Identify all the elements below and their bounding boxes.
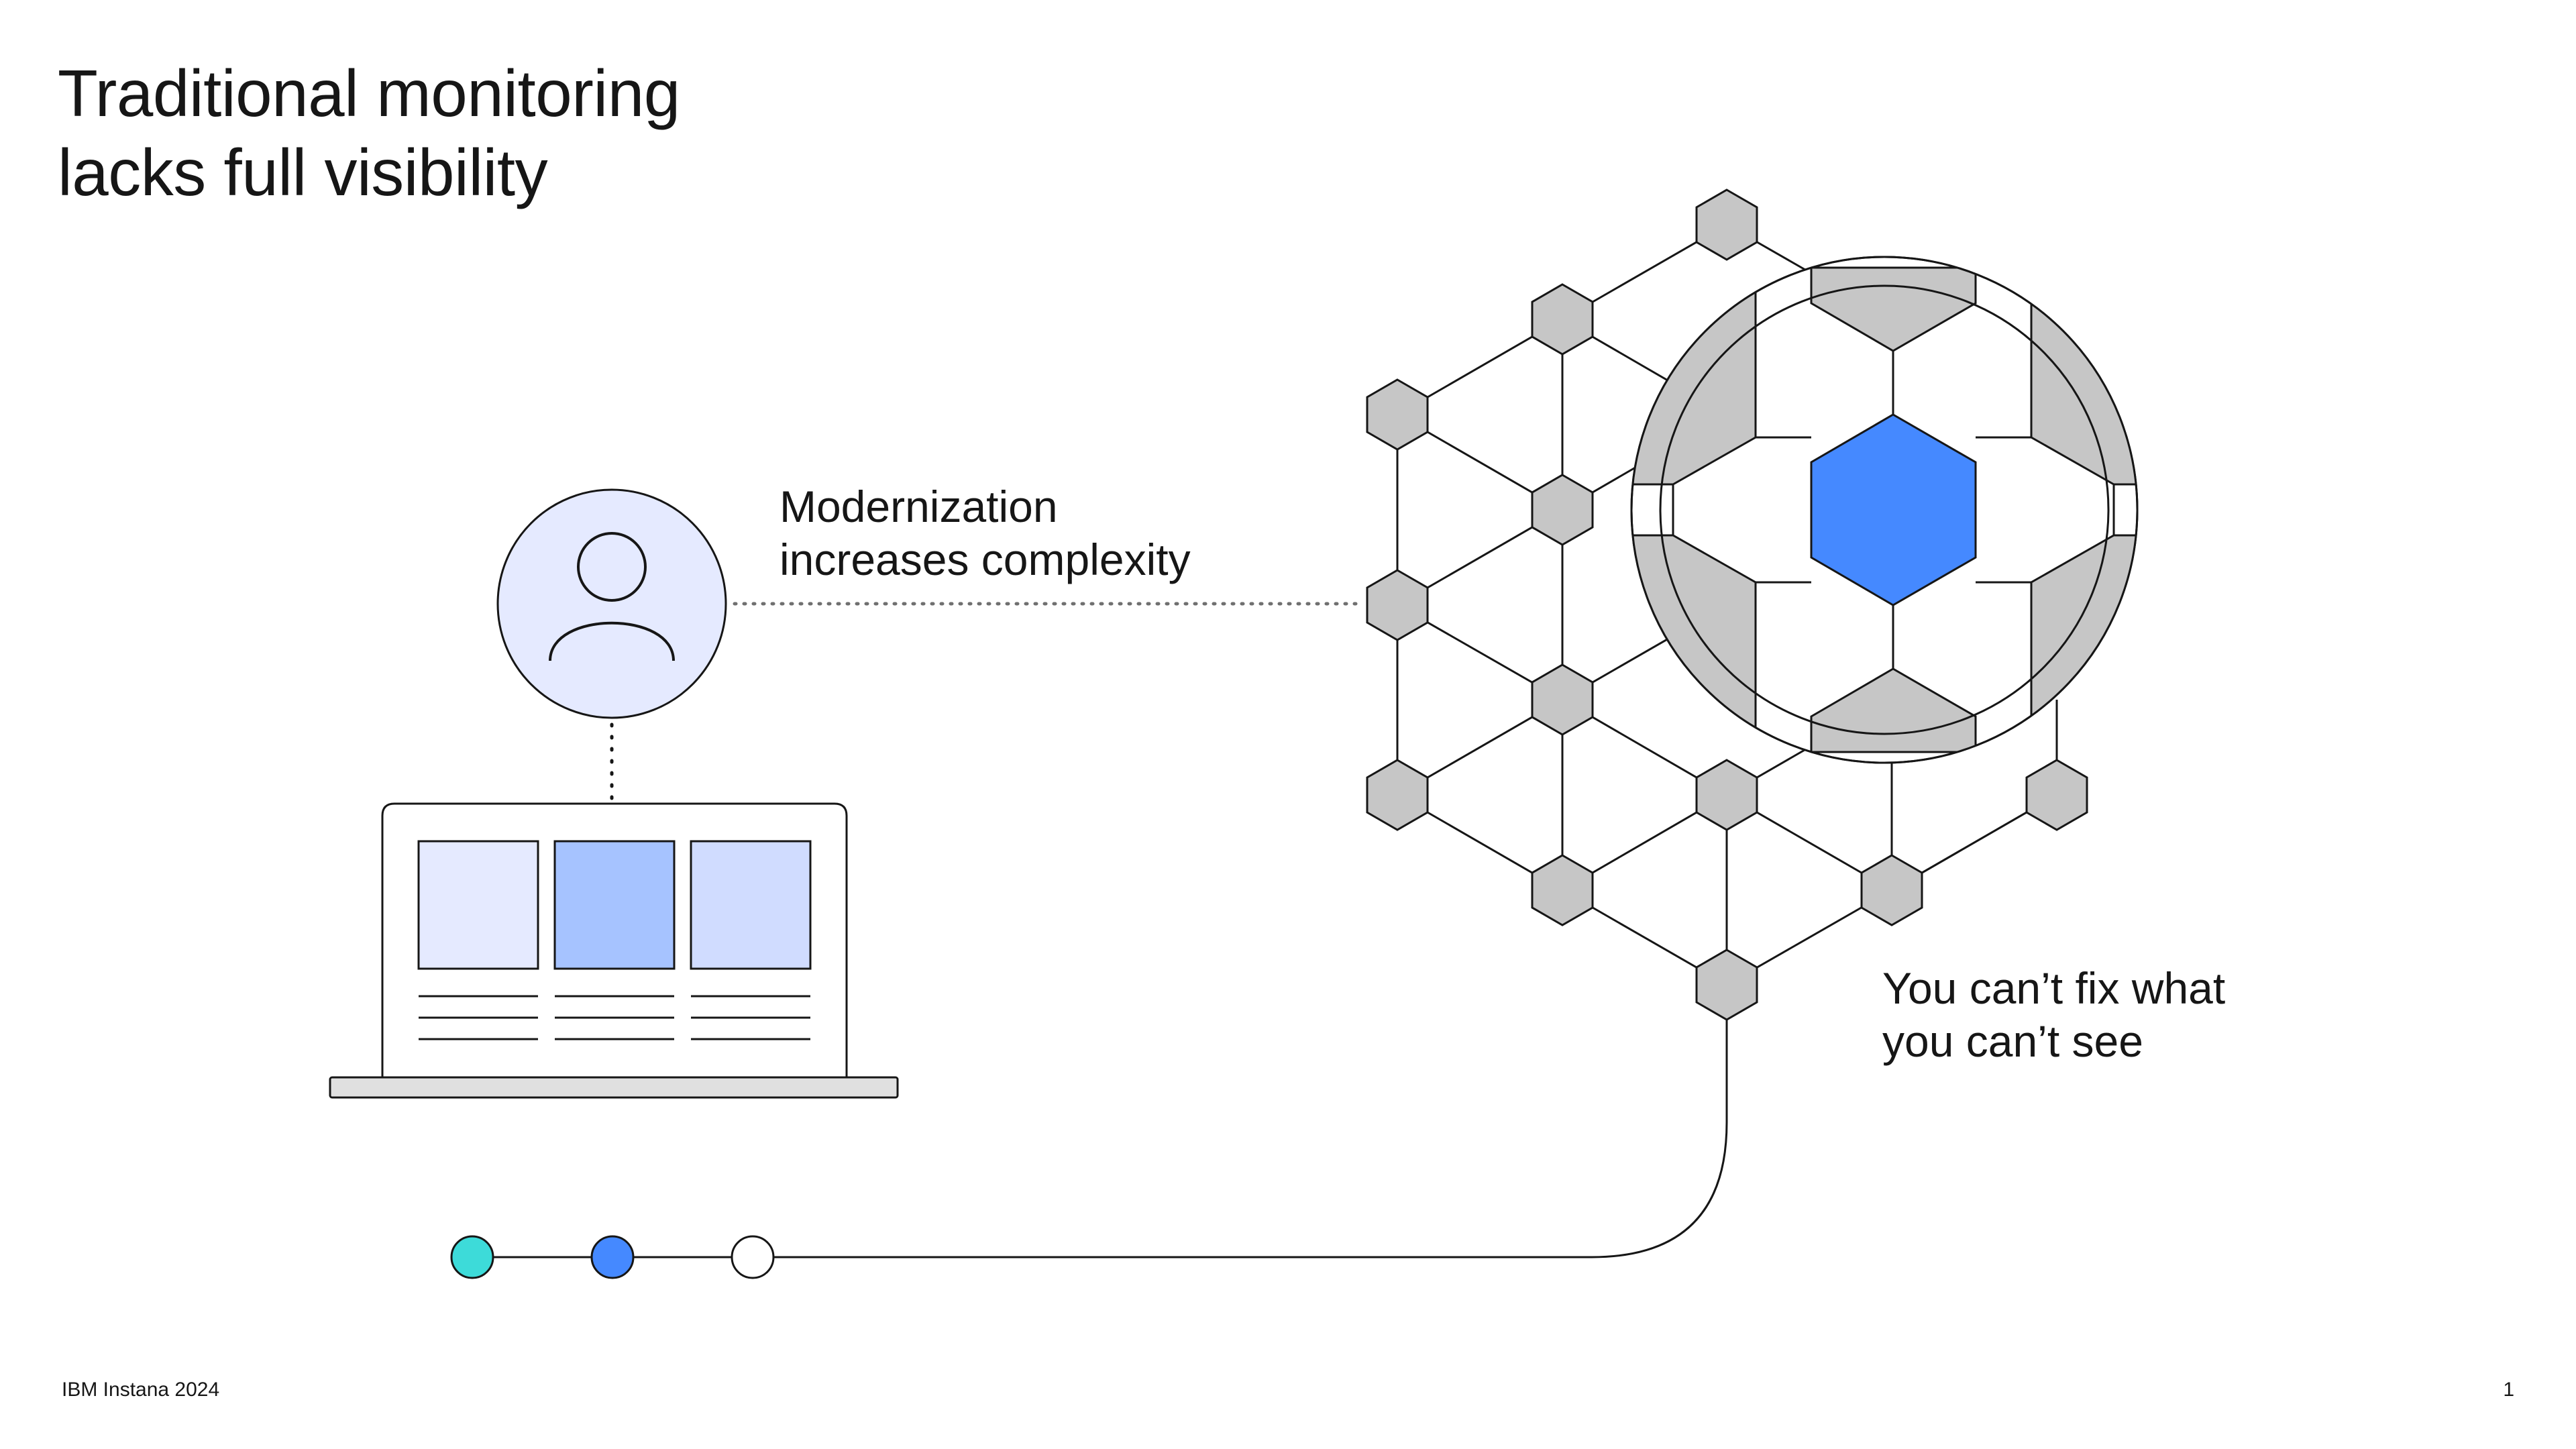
callout-modernization: Modernization increases complexity (780, 480, 1191, 586)
network-node (1366, 378, 1429, 451)
user-icon (496, 488, 727, 719)
title-line-2: lacks full visibility (58, 136, 548, 209)
laptop-icon (329, 802, 899, 1099)
lens-cell-center (1810, 413, 1977, 606)
network-node (1695, 189, 1758, 261)
timeline (450, 1016, 1728, 1279)
title-line-1: Traditional monitoring (58, 56, 680, 130)
network-node (1695, 949, 1758, 1021)
network-node (1531, 854, 1594, 926)
callout-visibility-line-1: You can’t fix what (1882, 963, 2226, 1013)
page-title: Traditional monitoring lacks full visibi… (58, 54, 680, 212)
network-node (1366, 759, 1429, 831)
dashboard-panel-1 (417, 840, 539, 970)
network-node (1531, 474, 1594, 546)
network-node (1366, 569, 1429, 641)
network-node (1531, 663, 1594, 736)
network-node (1860, 854, 1923, 926)
timeline-dot-teal (450, 1235, 494, 1279)
footer-label: IBM Instana 2024 (62, 1379, 220, 1401)
magnifier-lens (1630, 256, 2139, 764)
callout-modernization-line-2: increases complexity (780, 535, 1191, 584)
callout-modernization-line-1: Modernization (780, 482, 1058, 531)
network-node (2025, 759, 2088, 831)
network-node (1695, 759, 1758, 831)
dashboard-panel-2 (553, 840, 676, 970)
page-number: 1 (2503, 1379, 2514, 1401)
network-node (1531, 283, 1594, 356)
timeline-dot-white (731, 1235, 775, 1279)
dashboard-panel-3 (690, 840, 812, 970)
network-graph (1366, 189, 2088, 1021)
callout-visibility-line-2: you can’t see (1882, 1016, 2143, 1066)
timeline-dot-blue (590, 1235, 635, 1279)
callout-visibility: You can’t fix what you can’t see (1882, 962, 2225, 1068)
